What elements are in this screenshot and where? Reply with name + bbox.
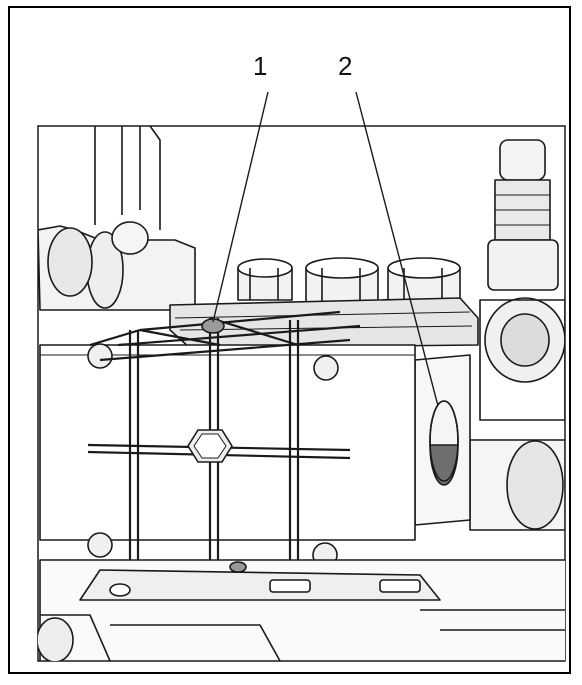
oil-sight-glass [429,400,459,486]
callout-number-2: 2 [338,51,353,81]
bolt-top-left [87,343,113,369]
bolt-bottom-left [87,532,113,558]
bolt-top-right [313,355,339,381]
outlet-fitting [469,139,565,531]
cap-nut-left [237,258,293,301]
callout-number-1: 1 [253,51,268,81]
center-hex-plug [187,429,233,463]
leader-line-2 [355,91,439,407]
leader-line-1 [212,91,269,323]
cap-nut-right [387,257,461,303]
cap-nut-middle [305,257,379,303]
